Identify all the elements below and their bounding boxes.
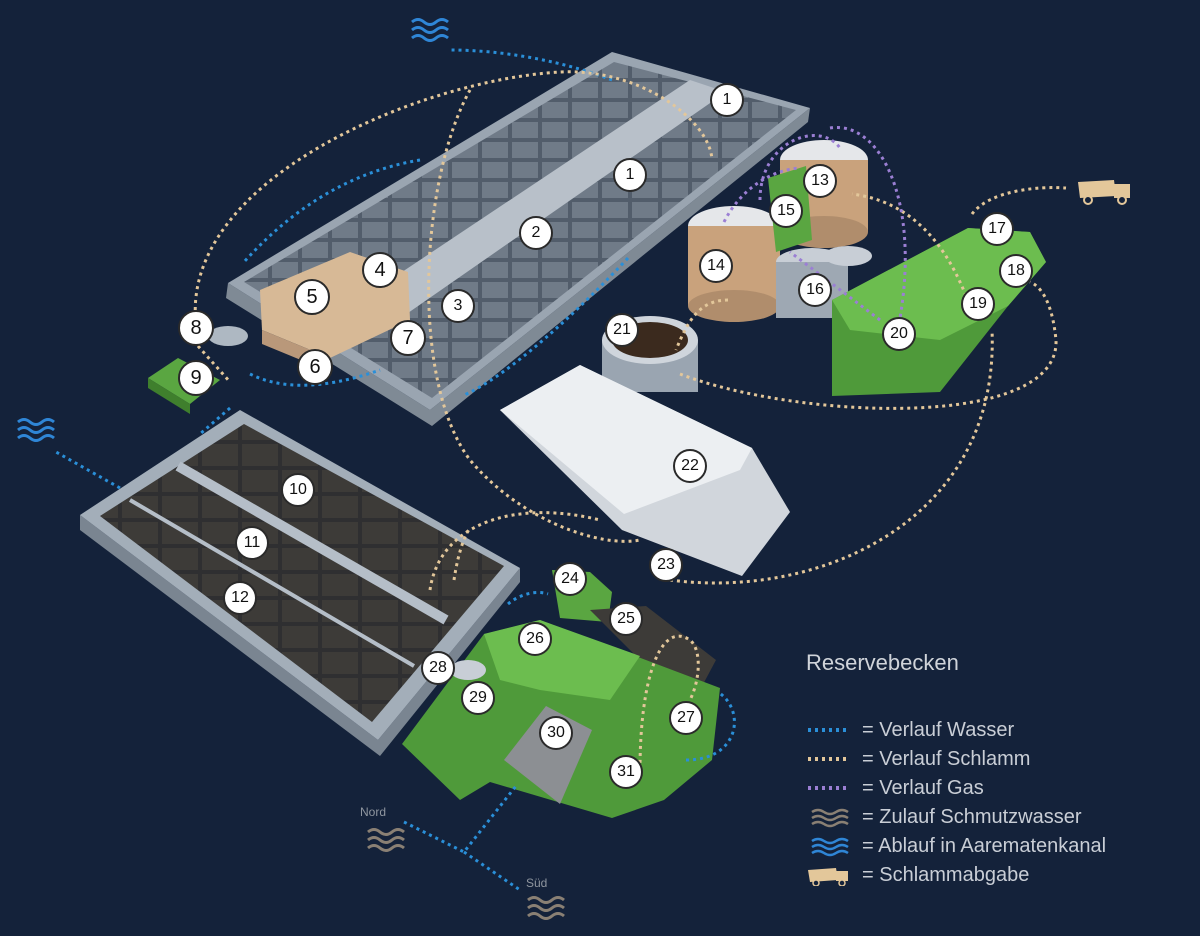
legend-item-inflow: = Zulauf Schmutzwasser [806, 804, 1082, 830]
water-flow-line [685, 690, 736, 762]
marker-12: 12 [223, 581, 257, 615]
water-flow-line [449, 48, 613, 82]
legend-label: = Ablauf in Aarematenkanal [862, 834, 1107, 857]
water-flow-line [403, 785, 518, 854]
blue-waves-icon [811, 837, 849, 857]
marker-5: 5 [294, 279, 330, 315]
lower-basin-divider [175, 461, 449, 625]
beige-dotted-line-icon [808, 757, 850, 761]
tank-28 [450, 660, 486, 680]
legend-item-sludge-disposal: = Schlammabgabe [806, 862, 1029, 888]
marker-17: 17 [980, 212, 1014, 246]
marker-26: 26 [518, 622, 552, 656]
sludge-flow-line [193, 70, 714, 325]
sludge-flow-line [427, 89, 641, 543]
legend-item-outflow: = Ablauf in Aarematenkanal [806, 833, 1106, 859]
marker-27: 27 [669, 701, 703, 735]
tank-16-top [824, 246, 872, 266]
marker-4: 4 [362, 252, 398, 288]
grey-waves-icon [367, 828, 405, 852]
marker-3: 3 [441, 289, 475, 323]
gas-flow-line [829, 125, 907, 319]
marker-1: 1 [710, 83, 744, 117]
marker-22: 22 [673, 449, 707, 483]
blue-waves-icon [411, 18, 449, 42]
compass-north-label: Nord [360, 805, 387, 819]
lower-basin-divider [128, 498, 416, 668]
sludge-flow-line [669, 329, 994, 585]
sludge-flow-line [638, 634, 700, 771]
gas-flow-line [789, 250, 881, 322]
marker-15: 15 [769, 194, 803, 228]
marker-20: 20 [882, 317, 916, 351]
sludge-flow-line [196, 345, 232, 383]
legend-title: Reservebecken [806, 650, 959, 675]
legend-label: = Verlauf Schlamm [862, 747, 1031, 770]
gas-flow-line [722, 166, 801, 223]
sludge-flow-line [428, 511, 601, 591]
gas-flow-line [758, 134, 842, 201]
legend-label: = Zulauf Schmutzwasser [862, 805, 1082, 828]
legend-item-sludge: = Verlauf Schlamm [806, 746, 1030, 772]
marker-6: 6 [297, 349, 333, 385]
purple-dotted-line-icon [808, 786, 850, 790]
marker-28: 28 [421, 651, 455, 685]
grey-waves-icon [527, 896, 565, 920]
marker-21: 21 [605, 313, 639, 347]
marker-13: 13 [803, 164, 837, 198]
marker-29: 29 [461, 681, 495, 715]
marker-31: 31 [609, 755, 643, 789]
tank-14-base [688, 290, 780, 322]
marker-2: 2 [519, 216, 553, 250]
legend-label: = Schlammabgabe [862, 863, 1030, 886]
marker-25: 25 [609, 602, 643, 636]
sludge-flow-line [970, 186, 1067, 215]
water-flow-line [463, 850, 521, 892]
water-flow-line [461, 256, 630, 398]
grey-waves-icon [811, 808, 849, 828]
marker-30: 30 [539, 716, 573, 750]
marker-19: 19 [961, 287, 995, 321]
marker-16: 16 [798, 273, 832, 307]
legend-label: = Verlauf Gas [862, 776, 984, 799]
building-9-front [148, 378, 190, 414]
legend-item-water: = Verlauf Wasser [806, 717, 1014, 743]
marker-23: 23 [649, 548, 683, 582]
truck-icon [808, 868, 848, 886]
blue-dotted-line-icon [808, 728, 850, 732]
legend-label: = Verlauf Wasser [862, 718, 1015, 741]
marker-1: 1 [613, 158, 647, 192]
marker-10: 10 [281, 473, 315, 507]
truck-icon [1078, 180, 1130, 205]
legend-item-gas: = Verlauf Gas [806, 775, 984, 801]
water-flow-line [242, 158, 421, 264]
lower-basin-cells [100, 424, 504, 722]
sludge-flow-line [452, 527, 472, 581]
sludge-flow-line [674, 298, 729, 351]
water-flow-line [249, 368, 381, 387]
marker-11: 11 [235, 526, 269, 560]
water-flow-line [507, 590, 549, 606]
marker-8: 8 [178, 310, 214, 346]
compass-south-label: Süd [526, 876, 548, 890]
sludge-flow-line [679, 280, 1058, 410]
marker-24: 24 [553, 562, 587, 596]
blue-waves-icon [17, 418, 55, 442]
marker-7: 7 [390, 320, 426, 356]
marker-9: 9 [178, 360, 214, 396]
marker-18: 18 [999, 254, 1033, 288]
tank-8 [208, 326, 248, 346]
water-flow-line [55, 450, 121, 490]
marker-14: 14 [699, 249, 733, 283]
